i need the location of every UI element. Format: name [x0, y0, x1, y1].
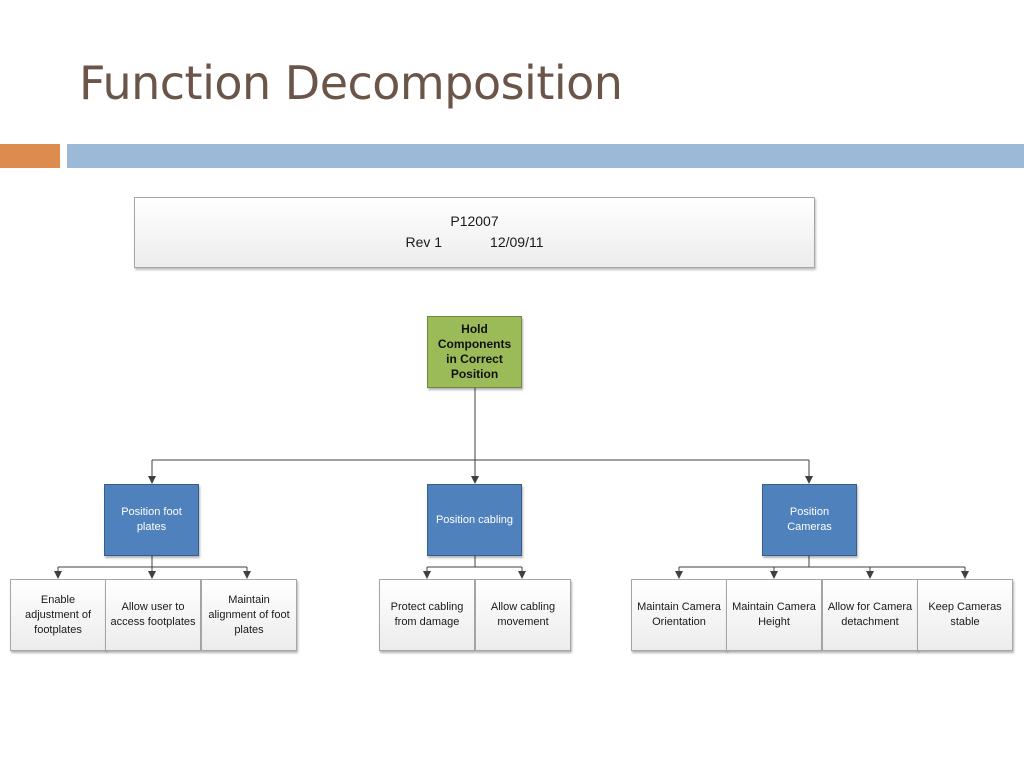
branch-node-cameras: Position Cameras	[762, 484, 857, 556]
branch-label: Position foot plates	[121, 506, 182, 533]
leaf-node: Allow for Camera detachment	[822, 579, 918, 651]
branch-label: Position cabling	[435, 513, 514, 526]
leaf-node: Maintain alignment of foot plates	[201, 579, 297, 651]
revision-line: Rev 1 12/09/11	[135, 234, 814, 250]
root-function-node: Hold Components in Correct Position	[427, 316, 522, 388]
root-function-label: Hold Components in Correct Position	[437, 322, 512, 381]
leaf-node: Enable adjustment of footplates	[10, 579, 106, 651]
leaf-node: Keep Cameras stable	[917, 579, 1013, 651]
leaf-node: Maintain Camera Orientation	[631, 579, 727, 651]
accent-bar-orange	[0, 144, 60, 168]
slide-title: Function Decomposition	[79, 56, 623, 110]
branch-node-foot-plates: Position foot plates	[104, 484, 199, 556]
leaf-node: Maintain Camera Height	[726, 579, 822, 651]
leaf-node: Allow user to access footplates	[105, 579, 201, 651]
leaf-label: Allow user to access footplates	[110, 601, 196, 628]
leaf-label: Enable adjustment of footplates	[24, 593, 92, 636]
revision-label: Rev 1	[405, 234, 443, 250]
leaf-label: Allow for Camera detachment	[827, 601, 913, 628]
leaf-label: Allow cabling movement	[490, 601, 556, 628]
branch-label: Position Cameras	[787, 506, 832, 533]
leaf-node: Allow cabling movement	[475, 579, 571, 651]
leaf-label: Maintain alignment of foot plates	[208, 593, 290, 636]
leaf-label: Maintain Camera Height	[732, 601, 816, 628]
leaf-label: Protect cabling from damage	[390, 601, 464, 628]
project-header-box: P12007 Rev 1 12/09/11	[134, 197, 815, 268]
leaf-label: Maintain Camera Orientation	[637, 601, 721, 628]
leaf-node: Protect cabling from damage	[379, 579, 475, 651]
branch-node-cabling: Position cabling	[427, 484, 522, 556]
accent-bar-blue	[67, 144, 1024, 168]
revision-date: 12/09/11	[490, 234, 544, 250]
project-number: P12007	[450, 213, 499, 229]
leaf-label: Keep Cameras stable	[928, 601, 1002, 628]
